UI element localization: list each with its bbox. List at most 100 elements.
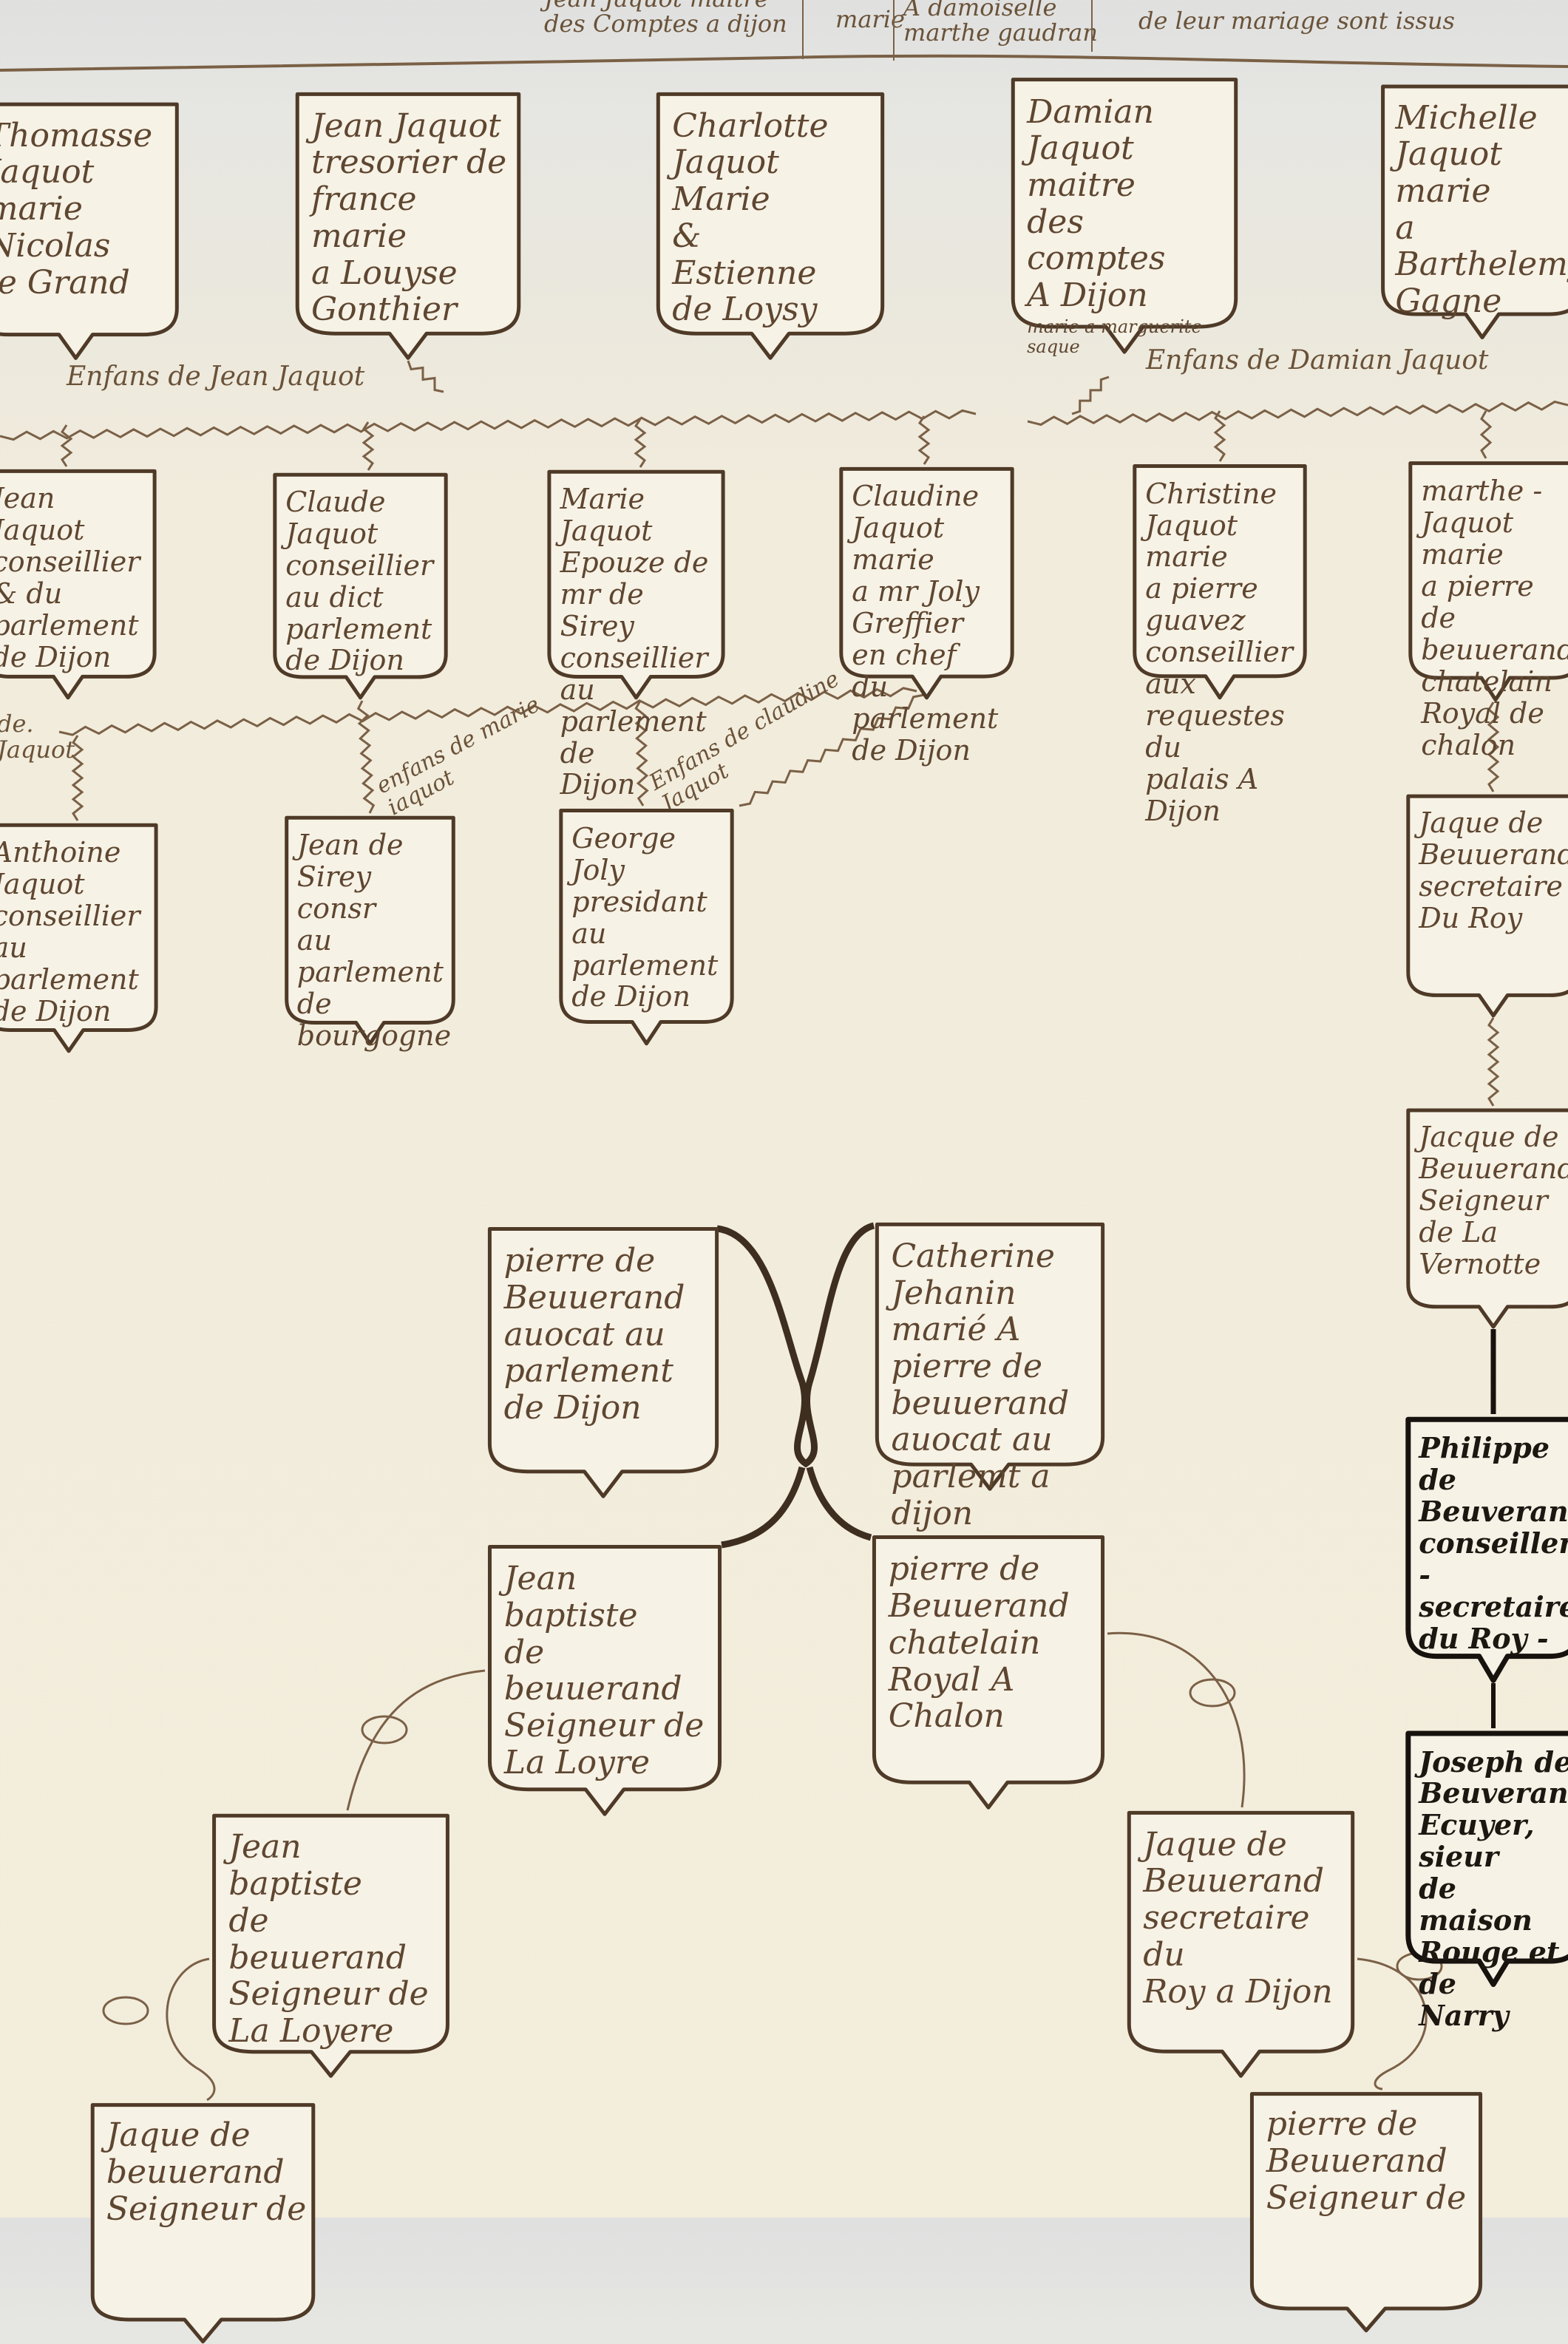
shield-jean-jaquot-tresorier: Jean Jaquot tresorier de france marie a … (293, 89, 523, 361)
label-enfans-left: de. Jaquot (0, 710, 75, 764)
header-divider (802, 0, 804, 59)
shield-christine: Christine Jaquot marie a pierre guavez c… (1131, 461, 1309, 826)
shield-name: Philippe de Beuverand conseiller - secre… (1419, 1431, 1568, 1656)
shield-outline-icon (654, 89, 887, 361)
shield-pierre-avocat: pierre de Beuuerand auocat au parlement … (485, 1223, 722, 1499)
shield-outline-icon (557, 806, 736, 1046)
header-issue: de leur mariage sont issus (1138, 7, 1455, 35)
header-father: Jean Jaquot maitre des Comptes a dijon (544, 0, 787, 38)
shield-claudine: Claudine Jaquot marie a mr Joly Greffier… (838, 464, 1016, 766)
shield-jaque-bottom: Jaque de beuuerand Seigneur de (88, 2100, 318, 2344)
shield-outline-icon (1131, 461, 1309, 700)
shield-pierre-chatelain: pierre de Beuuerand chatelain Royal A Ch… (869, 1532, 1107, 1810)
descent-line (917, 415, 931, 465)
shield-name: George Joly presidant au parlement de Di… (571, 821, 719, 1013)
shield-name: Michelle Jaquot marie a Barthelemy Gagne (1395, 98, 1568, 321)
shield-name: Jaque de beuuerand Seigneur de (106, 2116, 307, 2228)
shield-outline-icon (0, 821, 160, 1053)
shield-michelle: Michelle Jaquot marie a Barthelemy Gagne (1379, 81, 1568, 340)
shield-name: Jean Jaquot conseillier & du parlement d… (0, 482, 140, 673)
shield-name: pierre de Beuuerand chatelain Royal A Ch… (888, 1550, 1070, 1736)
shield-outline-icon (0, 466, 158, 700)
shield-name: Jean de Sirey consr au parlement de bour… (296, 829, 452, 1052)
shield-name: Claudine Jaquot marie a mr Joly Greffier… (852, 480, 999, 767)
shield-outline-icon (283, 813, 457, 1046)
shield-outline-icon (869, 1532, 1107, 1810)
header-wife: A damoiselle marthe gaudran (903, 0, 1098, 47)
shield-marthe: marthe - Jaquot marie a pierre de beuuer… (1407, 458, 1568, 761)
shield-name: Jean baptiste de beuuerand Seigneur de L… (503, 1560, 705, 1781)
shield-outline-icon (838, 464, 1016, 700)
shield-text: Damian Jaquot maitre des comptes A Dijon… (1027, 92, 1229, 358)
sibling-line-jean (0, 409, 977, 441)
shield-damian: Damian Jaquot maitre des comptes A Dijon… (1008, 74, 1241, 355)
shield-outline-icon (485, 1541, 724, 1817)
shield-name: Marie Jaquot Epouze de mr de Sirey conse… (560, 483, 709, 801)
label-enfans-jean: Enfans de Jean Jaquot (67, 361, 365, 392)
lineage-connectors (0, 54, 1568, 2102)
shield-text: Jean de Sirey consr au parlement de bour… (296, 829, 452, 1052)
sibling-line-row2 (58, 687, 917, 736)
shield-name: Jean baptiste de beuuerand Seigneur de L… (228, 1828, 429, 2050)
descent-line (60, 424, 73, 467)
shield-text: pierre de Beuuerand Seigneur de (1266, 2106, 1473, 2216)
shield-text: Charlotte Jaquot Marie & Estienne de Loy… (672, 106, 875, 329)
header-divider (893, 0, 895, 61)
shield-text: George Joly presidant au parlement de Di… (571, 821, 727, 1013)
shield-claude: Claude Jaquot conseillier au dict parlem… (271, 470, 449, 700)
shield-name: marthe - Jaquot marie a pierre de beuuer… (1421, 475, 1568, 761)
descent-line (634, 700, 649, 806)
shield-text: Jean Jaquot tresorier de france marie a … (310, 106, 512, 329)
shield-charlotte: Charlotte Jaquot Marie & Estienne de Loy… (654, 89, 887, 361)
shield-name: Jean Jaquot tresorier de france marie a … (310, 106, 507, 329)
shield-text: Christine Jaquot marie a pierre guavez c… (1145, 478, 1300, 827)
shield-outline-icon (271, 470, 449, 700)
shield-name: pierre de Beuuerand Seigneur de (1266, 2105, 1467, 2217)
descent-line (1487, 701, 1500, 792)
shield-name: Damian Jaquot maitre des comptes A Dijon (1027, 92, 1166, 315)
shield-name: Charlotte Jaquot Marie & Estienne de Loy… (672, 106, 829, 329)
shield-outline-icon (872, 1219, 1107, 1492)
connector-jean (407, 360, 444, 393)
descent-line (1213, 410, 1226, 462)
shield-outline-icon (0, 99, 181, 361)
shield-text: Claude Jaquot conseillier au dict parlem… (285, 486, 441, 677)
shield-text: Claudine Jaquot marie a mr Joly Greffier… (852, 480, 1007, 766)
shield-outline-icon (485, 1223, 722, 1499)
shield-text: Jaque de Beuuerand secretaire du Roy a D… (1143, 1825, 1345, 2011)
marriage-descent (721, 1466, 872, 1549)
shield-jaque-secretaire: Jaque de Beuuerand secretaire Du Roy (1405, 792, 1568, 1018)
shield-text: Jean baptiste de beuuerand Seigneur de L… (228, 1829, 440, 2049)
connector-damian (1071, 376, 1110, 415)
shield-name: Claude Jaquot conseillier au dict parlem… (285, 485, 434, 677)
descent-line (1479, 410, 1493, 459)
sibling-line-damian (1027, 400, 1568, 427)
shield-name: pierre de Beuuerand auocat au parlement … (503, 1242, 685, 1427)
shield-name: Anthoine Jaquot conseillier au parlement… (0, 836, 140, 1027)
shield-george-joly: George Joly presidant au parlement de Di… (557, 806, 736, 1046)
descent-line (634, 418, 647, 468)
shield-anthoine: Anthoine Jaquot conseillier au parlement… (0, 821, 160, 1053)
shield-name: Jaque de Beuuerand secretaire Du Roy (1419, 806, 1568, 935)
shield-jean-de-sirey: Jean de Sirey consr au parlement de bour… (283, 813, 457, 1051)
shield-catherine: Catherine Jehanin marié A pierre de beuu… (872, 1219, 1107, 1532)
knot-ornament-icon (102, 1996, 149, 2025)
shield-outline-icon (1405, 792, 1568, 1018)
shield-text: Philippe de Beuverand conseiller - secre… (1419, 1433, 1568, 1655)
shield-outline-icon (209, 1810, 452, 2079)
descent-line (1487, 1017, 1500, 1107)
shield-text: pierre de Beuuerand auocat au parlement … (504, 1243, 710, 1427)
shield-outline-icon (1405, 1106, 1568, 1329)
knot-ornament-icon (361, 1715, 408, 1745)
shield-outline-icon (546, 467, 727, 700)
shield-text: Jean baptiste de beuuerand Seigneur de L… (504, 1560, 713, 1781)
shield-text: Anthoine Jaquot conseillier au parlement… (0, 837, 151, 1027)
descent-loop (346, 1669, 486, 1811)
shield-name: Christine Jaquot marie a pierre guavez c… (1145, 477, 1294, 827)
descent-line (71, 735, 84, 821)
shield-jean-jaquot-conseillier: Jean Jaquot conseillier & du parlement d… (0, 466, 158, 700)
shield-name: Jaque de Beuuerand secretaire du Roy a D… (1143, 1825, 1333, 2011)
shield-jean-baptiste-loyere: Jean baptiste de beuuerand Seigneur de L… (209, 1810, 452, 2079)
shield-text: Michelle Jaquot marie a Barthelemy Gagne (1395, 98, 1568, 321)
knot-ornament-icon (1189, 1678, 1236, 1708)
